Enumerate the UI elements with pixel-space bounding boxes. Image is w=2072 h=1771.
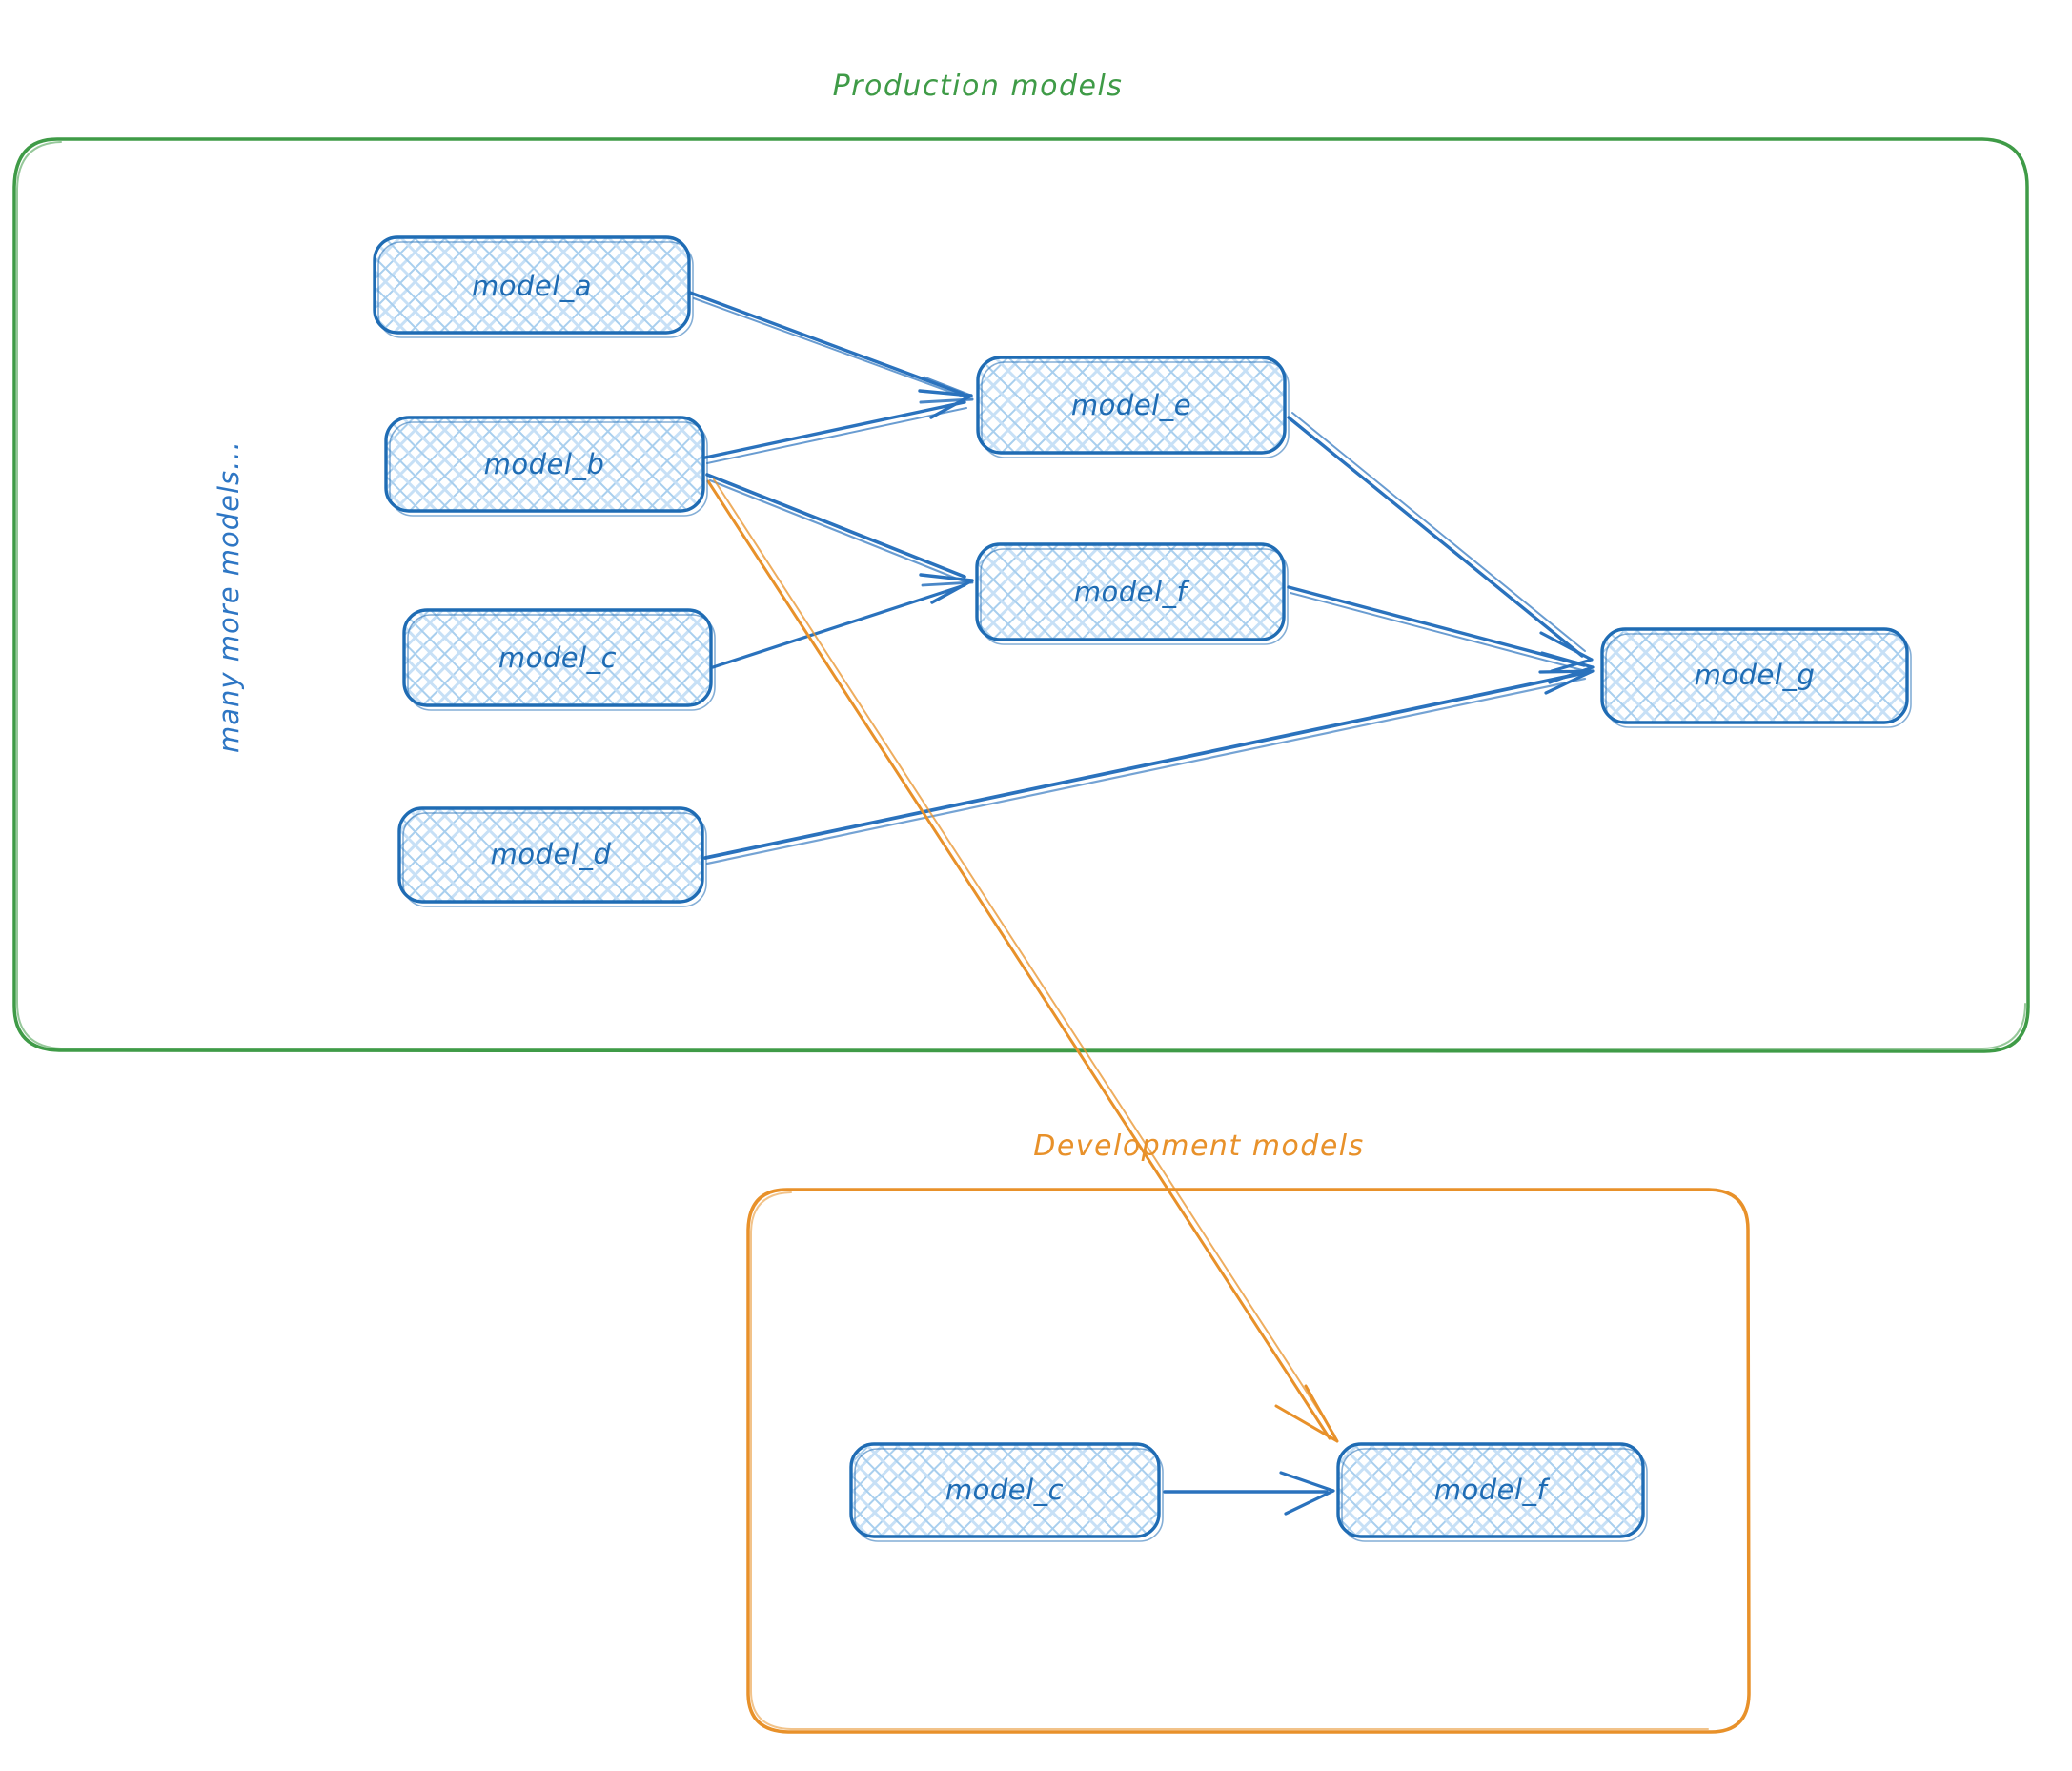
node-box-sketch: [854, 1448, 1164, 1542]
edge-model-b-to-model-f: [705, 473, 974, 604]
node-box: [384, 416, 705, 513]
node-prod-model-g[interactable]: model_g: [1600, 627, 1912, 728]
node-dev-model-c[interactable]: model_c: [849, 1442, 1164, 1542]
node-box: [976, 356, 1287, 455]
edge-model-c-to-model-f: [711, 580, 974, 669]
node-label: model_c: [498, 641, 617, 674]
node-box-sketch: [407, 614, 716, 711]
production-title: Production models: [833, 70, 1124, 103]
node-box: [1336, 1442, 1645, 1538]
node-box-sketch: [389, 421, 708, 517]
edge-model-d-to-model-g: [703, 669, 1595, 865]
node-prod-model-b[interactable]: model_b: [384, 416, 708, 517]
group-production-container: [12, 137, 2030, 1053]
node-label: model_f: [1434, 1474, 1551, 1506]
node-box-sketch: [1341, 1448, 1648, 1542]
edge-dev-model-c-to-dev-model-f: [1163, 1471, 1335, 1516]
node-prod-model-f[interactable]: model_f: [975, 542, 1289, 645]
node-box-sketch: [377, 241, 694, 338]
node-box-sketch: [402, 812, 707, 907]
node-label: model_g: [1695, 659, 1816, 691]
node-box: [373, 235, 691, 335]
node-box: [1600, 627, 1909, 724]
edge-model-a-to-model-e: [688, 291, 973, 419]
node-label: model_f: [1074, 576, 1190, 608]
node-box-sketch: [980, 548, 1289, 645]
node-box: [849, 1442, 1161, 1538]
group-development-container: [746, 1188, 1751, 1734]
node-box-sketch: [1605, 633, 1912, 728]
node-dev-model-f[interactable]: model_f: [1336, 1442, 1648, 1542]
node-prod-model-a[interactable]: model_a: [373, 235, 694, 338]
edge-model-b-to-model-e: [703, 397, 974, 464]
many-more-models-label: many more models...: [213, 440, 245, 753]
node-label: model_b: [484, 448, 605, 480]
development-border-sketch: [750, 1191, 1709, 1730]
edge-model-e-to-model-g: [1287, 412, 1594, 673]
development-border: [746, 1188, 1751, 1734]
node-box-sketch: [981, 361, 1290, 458]
production-border-sketch: [16, 141, 2026, 1049]
node-box: [397, 806, 704, 904]
node-prod-model-d[interactable]: model_d: [397, 806, 707, 907]
node-label: model_c: [945, 1474, 1064, 1506]
node-prod-model-c[interactable]: model_c: [402, 608, 716, 711]
production-border: [12, 137, 2030, 1053]
node-box: [975, 542, 1286, 641]
node-label: model_d: [491, 838, 612, 870]
edge-model-b-to-dev-model-f: [706, 478, 1339, 1443]
node-label: model_a: [472, 270, 592, 302]
node-prod-model-e[interactable]: model_e: [976, 356, 1290, 458]
node-label: model_e: [1071, 389, 1191, 421]
development-title: Development models: [1033, 1130, 1365, 1163]
node-box: [402, 608, 713, 707]
